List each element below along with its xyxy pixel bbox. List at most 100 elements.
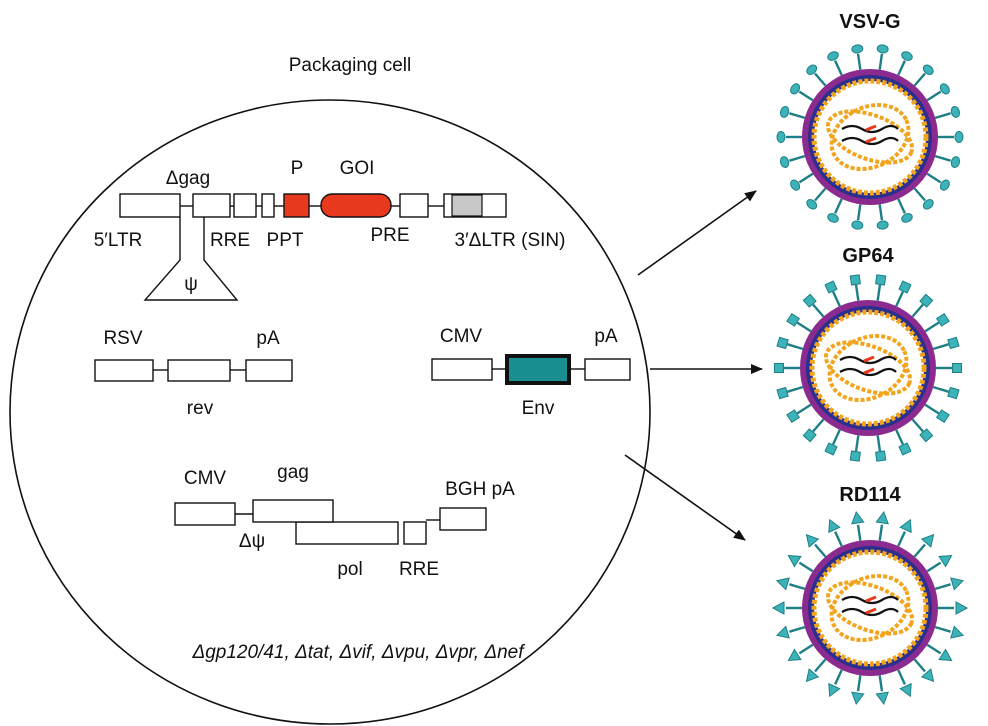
gagpol-rre-box	[403, 521, 427, 545]
ltr-3-sin-label: 3′ΔLTR (SIN)	[455, 230, 566, 251]
spike-head	[922, 199, 934, 210]
rna-strand	[841, 136, 899, 146]
spike-stalk	[796, 403, 812, 415]
rsv-label: RSV	[103, 328, 142, 349]
env-box	[505, 354, 571, 385]
spike-head	[875, 450, 887, 462]
spike-stalk	[834, 60, 843, 76]
spike-stalk	[932, 343, 949, 350]
spike-head	[899, 518, 912, 534]
spike-head	[920, 668, 935, 683]
rev-box	[167, 359, 231, 382]
particle-body	[800, 300, 936, 436]
spike-head	[827, 213, 839, 223]
spike-stalk	[926, 90, 942, 102]
spike-stalk	[876, 284, 882, 301]
spike-head	[954, 131, 964, 143]
transfer-vector: ψ Δgag P GOI 5′LTR RRE PPT PRE 3′ΔLTR (S…	[94, 158, 566, 301]
spikes	[771, 510, 969, 706]
spike-stalk	[878, 53, 884, 70]
spike-stalk	[895, 291, 904, 307]
env-cmv-label: CMV	[440, 326, 483, 347]
spike-stalk	[787, 343, 804, 350]
particle-gp64: GP64	[774, 245, 962, 462]
sin-region-box	[451, 194, 483, 217]
capsid-inner-loop	[825, 109, 915, 165]
spike-stalk	[789, 155, 806, 162]
spike-head	[805, 668, 820, 683]
spike-stalk	[798, 561, 814, 573]
spike-head	[947, 386, 960, 400]
spike-head	[950, 156, 961, 168]
spike-head	[875, 510, 889, 525]
bgh-pa-label: BGH pA	[445, 479, 515, 500]
delta-psi-label: Δψ	[239, 531, 265, 552]
spike-stalk	[878, 675, 884, 692]
spike-stalk	[926, 172, 942, 184]
spike-stalk	[814, 72, 827, 87]
spike-head	[802, 428, 817, 443]
ppt-small-box	[261, 193, 275, 218]
spike-stalk	[897, 669, 906, 685]
spike-head	[787, 648, 802, 662]
spike-stalk	[834, 198, 843, 214]
spike-head	[824, 442, 838, 456]
rna-marker	[865, 124, 877, 144]
spike-head	[851, 691, 865, 706]
spike-head	[779, 106, 790, 118]
spike-head	[851, 44, 864, 54]
spike-head	[899, 682, 912, 698]
rsv-box	[94, 359, 154, 382]
rre-label: RRE	[210, 230, 250, 251]
ppt-label: PPT	[267, 230, 304, 251]
spike-head	[875, 274, 887, 286]
spike-stalk	[796, 321, 812, 333]
spike-head	[805, 533, 820, 548]
spike-head	[790, 179, 801, 191]
spike-stalk	[911, 418, 924, 433]
spike-stalk	[856, 675, 862, 692]
spike-head	[790, 83, 801, 95]
env-pa-label: pA	[594, 326, 618, 347]
spike-stalk	[787, 386, 804, 393]
spike-stalk	[878, 204, 884, 221]
spike-head	[919, 428, 934, 443]
pre-box	[399, 193, 429, 218]
spike-stalk	[798, 90, 814, 102]
rna-strand	[841, 124, 899, 134]
env-label: Env	[522, 398, 555, 419]
packaging-cell-outline	[9, 99, 651, 725]
spike-stalk	[897, 198, 906, 214]
spike-head	[950, 577, 965, 591]
rna-strand	[839, 367, 897, 377]
spike-head	[898, 280, 912, 294]
promoter-box	[283, 193, 310, 218]
spike-head	[939, 83, 950, 95]
particle-name: VSV-G	[839, 11, 900, 33]
spike-head	[920, 533, 935, 548]
spike-stalk	[913, 658, 926, 673]
spike-head	[875, 691, 889, 706]
spike-stalk	[924, 321, 940, 333]
spike-head	[938, 648, 953, 662]
spike-stalk	[876, 435, 882, 452]
packaging-cell-title: Packaging cell	[289, 55, 412, 76]
spike-head	[776, 386, 789, 400]
spike-head	[786, 409, 801, 424]
psi-loop	[143, 217, 239, 301]
spike-stalk	[834, 531, 843, 547]
spike-head	[952, 363, 962, 373]
goi-label: GOI	[340, 158, 375, 179]
spike-head	[776, 336, 789, 350]
gagpol-cmv-label: CMV	[184, 468, 227, 489]
spike-stalk	[814, 187, 827, 202]
ltr-5-box	[119, 193, 181, 218]
spike-stalk	[932, 386, 949, 393]
rna-marker	[863, 355, 875, 375]
spike-stalk	[832, 429, 841, 445]
bgh-pa-box	[439, 507, 487, 531]
spike-stalk	[895, 429, 904, 445]
spike-stalk	[878, 524, 884, 541]
spike-head	[939, 179, 950, 191]
